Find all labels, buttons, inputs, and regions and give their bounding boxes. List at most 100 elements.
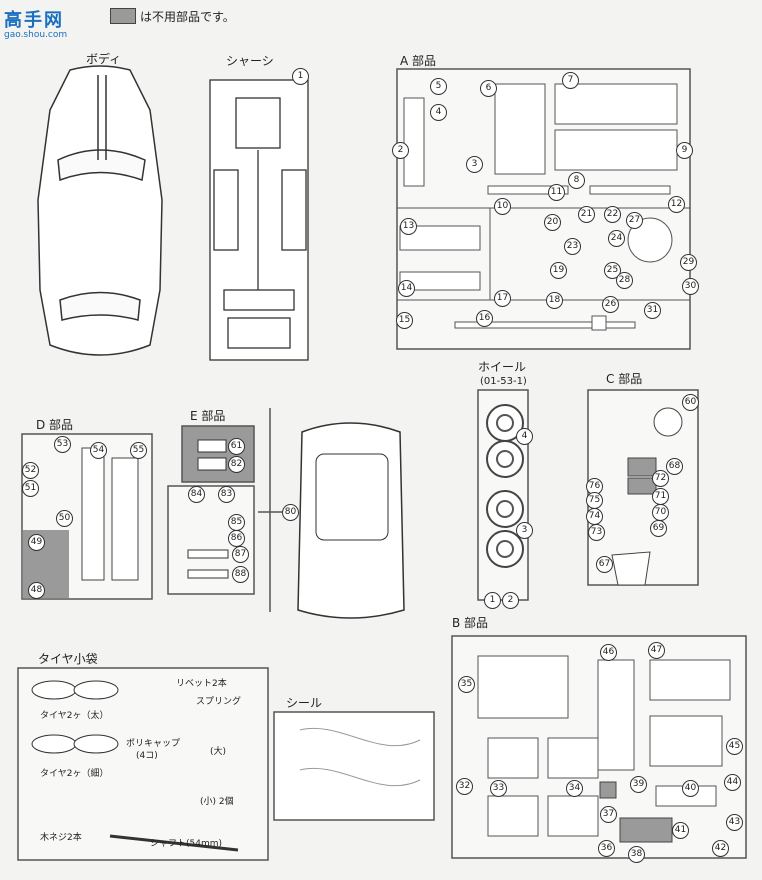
part-number: 51 — [22, 480, 39, 497]
part-number: 7 — [562, 72, 579, 89]
spring-small-label: (小) 2個 — [200, 797, 234, 807]
tire-thin-label: タイヤ2ヶ（細） — [40, 769, 109, 779]
part-number: 16 — [476, 310, 493, 327]
part-number: 55 — [130, 442, 147, 459]
part-number: 71 — [652, 488, 669, 505]
part-number: 14 — [398, 280, 415, 297]
part-number: 44 — [724, 774, 741, 791]
part-number: 19 — [550, 262, 567, 279]
wheel-label: ホイール — [478, 360, 527, 374]
rivet-label: リベット2本 — [176, 679, 227, 689]
a-parts-label: A 部品 — [400, 54, 437, 68]
part-number: 20 — [544, 214, 561, 231]
part-number: 26 — [602, 296, 619, 313]
part-number: 13 — [400, 218, 417, 235]
part-number: 41 — [672, 822, 689, 839]
part-number: 37 — [600, 806, 617, 823]
d-parts-label: D 部品 — [36, 418, 74, 432]
part-number: 83 — [218, 486, 235, 503]
part-number: 24 — [608, 230, 625, 247]
part-number: 21 — [578, 206, 595, 223]
watermark-cn: 高手网 — [4, 10, 64, 31]
e-parts-label: E 部品 — [190, 409, 226, 423]
part-number: 52 — [22, 462, 39, 479]
part-number: 18 — [546, 292, 563, 309]
body-label: ボディ — [86, 52, 122, 66]
tire-bag-label: タイヤ小袋 — [38, 652, 98, 666]
part-number: 30 — [682, 278, 699, 295]
shaft-label: シャフト(54mm) — [150, 839, 223, 849]
part-number: 11 — [548, 184, 565, 201]
body-shell-drawing — [37, 65, 163, 356]
part-number: 9 — [676, 142, 693, 159]
part-number: 86 — [228, 530, 245, 547]
part-number: 70 — [652, 504, 669, 521]
part-number: 12 — [668, 196, 685, 213]
b-parts-label: B 部品 — [452, 616, 489, 630]
part-number: 10 — [494, 198, 511, 215]
part-number: 28 — [616, 272, 633, 289]
part-number: 5 — [430, 78, 447, 95]
chassis-drawing — [209, 79, 309, 361]
part-number: 84 — [188, 486, 205, 503]
part-number: 23 — [564, 238, 581, 255]
wheel-code: (01-53-1) — [480, 376, 527, 387]
chassis-label: シャーシ — [226, 54, 274, 68]
part-number: 39 — [630, 776, 647, 793]
part-number: 67 — [596, 556, 613, 573]
part-number: 36 — [598, 840, 615, 857]
part-number: 22 — [604, 206, 621, 223]
spring-label: スプリング — [196, 697, 242, 707]
part-number: 3 — [516, 522, 533, 539]
part-number: 29 — [680, 254, 697, 271]
wood-screw-label: 木ネジ2本 — [40, 833, 82, 843]
part-number: 48 — [28, 582, 45, 599]
part-number: 73 — [588, 524, 605, 541]
part-number: 4 — [516, 428, 533, 445]
part-number: 80 — [282, 504, 299, 521]
part-number: 53 — [54, 436, 71, 453]
part-number: 8 — [568, 172, 585, 189]
part-number: 69 — [650, 520, 667, 537]
part-number: 42 — [712, 840, 729, 857]
watermark-logo: 高手网 gao.shou.com — [4, 6, 67, 40]
part-number: 61 — [228, 438, 245, 455]
part-number: 75 — [586, 492, 603, 509]
seal-label: シール — [286, 696, 323, 710]
part-number: 27 — [626, 212, 643, 229]
part-number: 72 — [652, 470, 669, 487]
part-number: 2 — [392, 142, 409, 159]
part-number: 82 — [228, 456, 245, 473]
part-number: 60 — [682, 394, 699, 411]
part-number: 45 — [726, 738, 743, 755]
part-number: 1 — [292, 68, 309, 85]
part-number: 35 — [458, 676, 475, 693]
legend-text: は不用部品です。 — [140, 10, 235, 24]
part-number: 54 — [90, 442, 107, 459]
part-number: 46 — [600, 644, 617, 661]
tire-thick-label: タイヤ2ヶ（太） — [40, 711, 109, 721]
part-number: 85 — [228, 514, 245, 531]
part-number: 47 — [648, 642, 665, 659]
part-number: 32 — [456, 778, 473, 795]
part-number: 31 — [644, 302, 661, 319]
part-number: 15 — [396, 312, 413, 329]
wheel-2 — [486, 440, 524, 478]
watermark-url: gao.shou.com — [4, 30, 68, 40]
part-number: 1 — [484, 592, 501, 609]
part-number: 43 — [726, 814, 743, 831]
polycap-label: ポリキャップ — [126, 739, 181, 749]
unused-legend-swatch — [110, 8, 136, 24]
spring-large-label: (大) — [210, 747, 227, 757]
part-number: 4 — [430, 104, 447, 121]
part-number: 50 — [56, 510, 73, 527]
part-number: 87 — [232, 546, 249, 563]
polycap-count-label: (4コ) — [136, 751, 158, 761]
part-number: 33 — [490, 780, 507, 797]
part-number: 6 — [480, 80, 497, 97]
part-number: 17 — [494, 290, 511, 307]
part-number: 68 — [666, 458, 683, 475]
part-number: 3 — [466, 156, 483, 173]
part-number: 2 — [502, 592, 519, 609]
part-number: 88 — [232, 566, 249, 583]
